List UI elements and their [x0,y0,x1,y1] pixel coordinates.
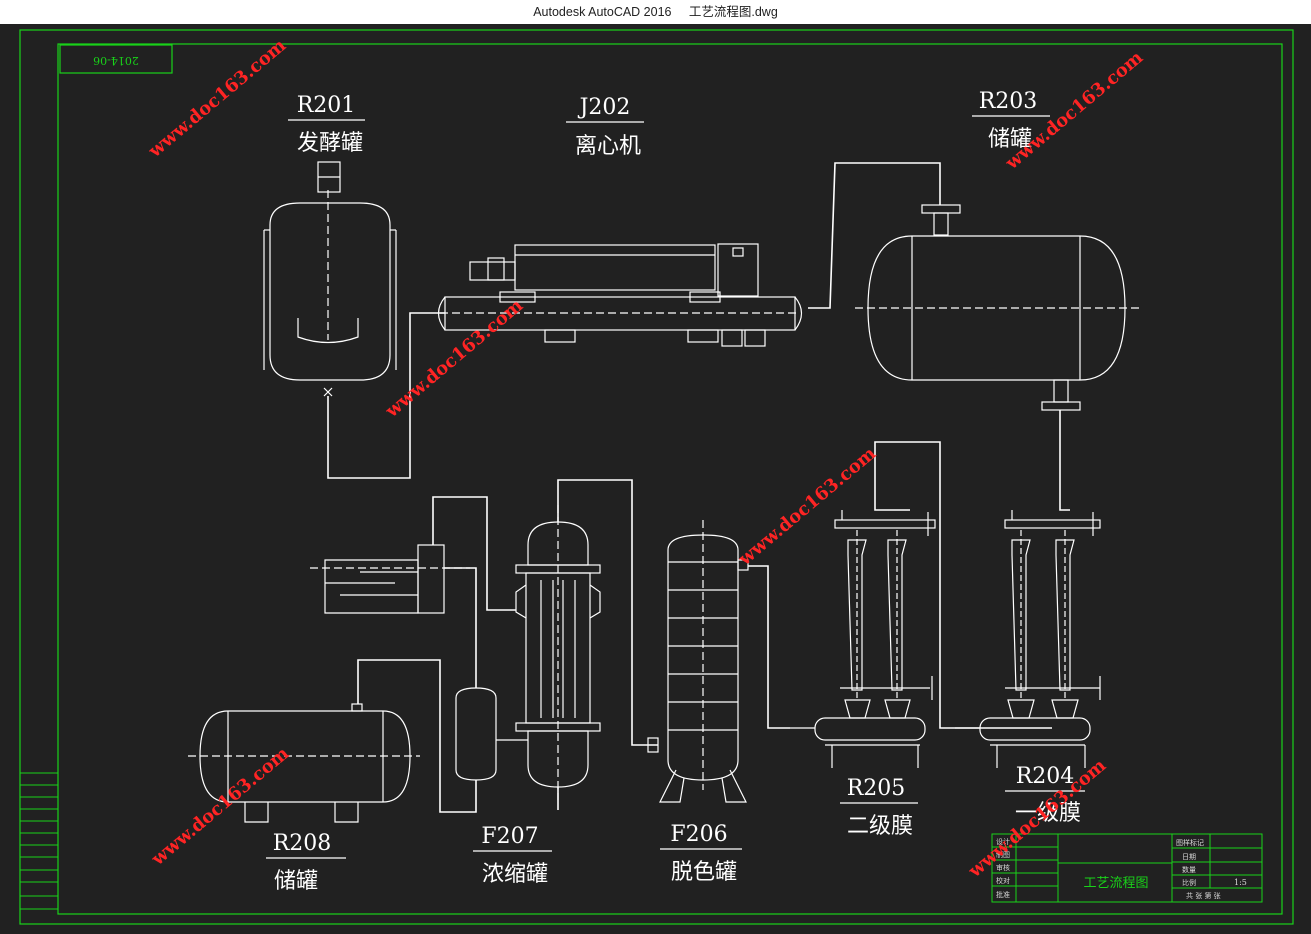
tb-label-2: 审核 [996,863,1010,872]
tb-scale: 1:5 [1234,878,1247,887]
j202-code: J202 [578,95,631,120]
tb-label-8: 比例 [1182,878,1196,887]
storage-tank-r203[interactable] [855,204,1140,411]
r205-name: 二级膜 [847,814,913,839]
r208-code: R208 [273,831,332,856]
tb-label-0: 设计 [996,837,1010,846]
f207-code: F207 [481,824,538,849]
margin-table [19,772,59,910]
r204-name: 一级膜 [1015,801,1081,826]
concentrator-f207[interactable] [310,505,601,800]
drawing-title: 工艺流程图 [1083,876,1148,891]
tb-label-7: 数量 [1182,865,1196,874]
r205-code: R205 [847,776,906,801]
fermenter-r201[interactable] [263,161,397,397]
f206-code: F206 [670,822,727,847]
label-r204: R204 一级膜 [1005,764,1085,826]
r201-name: 发酵罐 [297,131,363,156]
window-title-bar: Autodesk AutoCAD 2016 工艺流程图.dwg [0,0,1311,24]
tb-label-6: 日期 [1182,853,1196,861]
decolor-column-f206[interactable] [647,520,749,803]
label-r208: R208 储罐 [266,831,346,894]
r203-name: 储罐 [988,127,1032,152]
label-f206: F206 脱色罐 [660,822,742,885]
centrifuge-j202[interactable] [437,243,803,347]
label-r205: R205 二级膜 [840,776,918,839]
tb-label-4: 批准 [996,890,1010,899]
date-stamp: 2014-06 [93,54,139,67]
tb-label-3: 校对 [996,876,1010,885]
equipment-labels: R201 发酵罐 J202 离心机 R203 储罐 R204 一级膜 R205 … [266,89,1085,894]
process-piping [327,162,1070,813]
drawing-canvas[interactable]: 2014-06 [0,24,1311,930]
label-f207: F207 浓缩罐 [473,824,552,887]
file-name: 工艺流程图.dwg [688,5,778,19]
tb-label-5: 图样标记 [1176,838,1204,847]
drawing-frame [19,29,1294,925]
label-r201: R201 发酵罐 [288,93,365,156]
equipment-drawings [188,161,1140,823]
drawing-svg: 2014-06 [0,24,1311,930]
r201-code: R201 [297,93,356,118]
f206-name: 脱色罐 [671,860,737,885]
j202-name: 离心机 [575,134,641,159]
f207-name: 浓缩罐 [482,862,548,887]
title-block: 设计 制图 审核 校对 批准 图样标记 日期 数量 比例 共 张 第 张 1:5… [991,833,1263,903]
tb-label-9: 共 张 第 张 [1186,891,1221,900]
r208-name: 储罐 [274,869,318,894]
app-title: Autodesk AutoCAD 2016 [533,5,672,19]
tb-label-1: 制图 [996,850,1010,859]
label-r203: R203 储罐 [972,89,1050,152]
r204-code: R204 [1016,764,1075,789]
storage-tank-r208[interactable] [188,703,420,823]
membrane-r205[interactable] [790,510,936,768]
r203-code: R203 [979,89,1038,114]
label-j202: J202 离心机 [566,95,644,159]
